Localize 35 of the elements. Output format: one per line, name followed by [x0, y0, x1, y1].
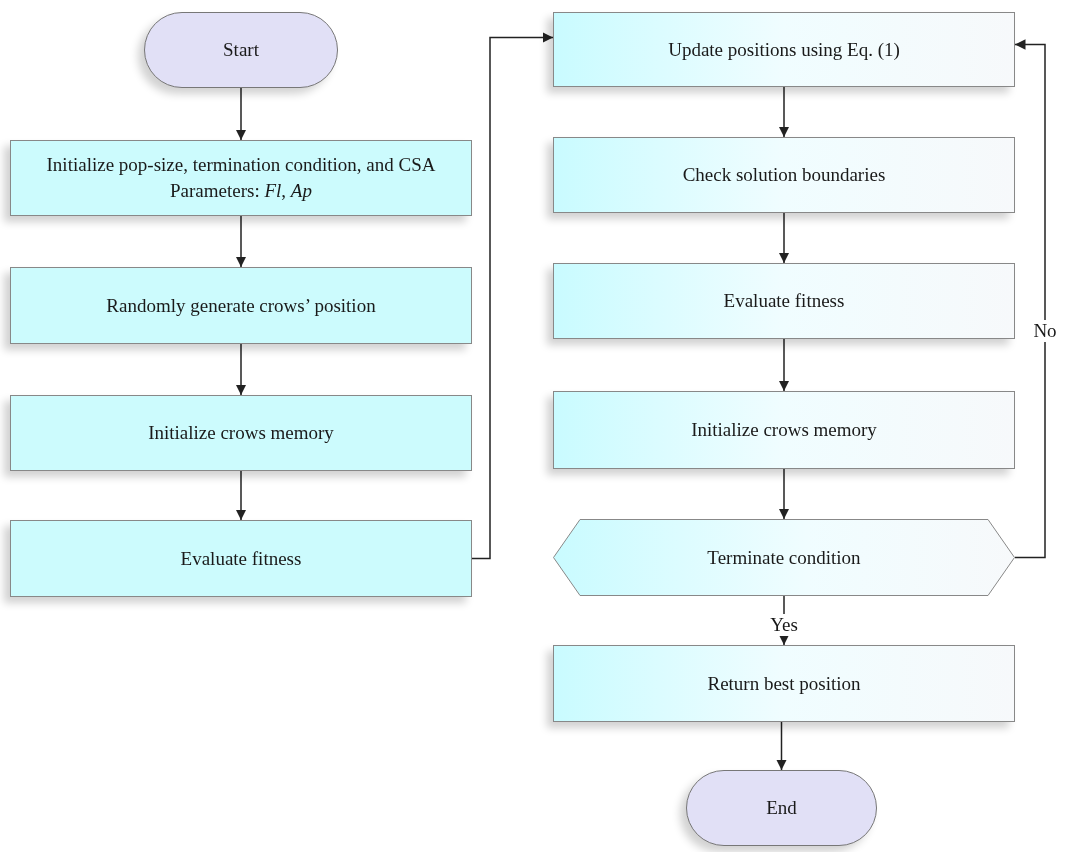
arrow	[776, 721, 787, 771]
node-text: Start	[223, 38, 259, 62]
node-text: Evaluate fitness	[723, 289, 845, 313]
terminal-pill	[144, 12, 338, 88]
process-box	[553, 645, 1015, 722]
decision-hexagon	[553, 519, 1015, 596]
arrow	[235, 87, 247, 141]
node-text: Initialize crows memory	[148, 421, 334, 445]
node-text: Evaluate fitness	[180, 546, 302, 571]
arrow	[778, 86, 790, 138]
terminal-pill	[686, 770, 877, 846]
process-box	[10, 520, 472, 597]
node-text: Terminate condition	[707, 546, 861, 568]
process-box	[10, 395, 472, 471]
arrow	[235, 215, 247, 268]
arrow	[778, 468, 790, 520]
node-text: Check solution boundaries	[682, 163, 886, 187]
node-text: Initialize pop-size, termination condition, and CSA Parameters: Fl, Ap	[45, 153, 437, 203]
arrow	[778, 212, 790, 264]
node-text: Update positions using Eq. (1)	[668, 37, 900, 62]
node-text: End	[766, 796, 797, 820]
process-box	[553, 137, 1015, 213]
arrow	[1014, 39, 1046, 559]
arrow	[235, 343, 247, 396]
arrow	[778, 338, 790, 392]
process-box	[553, 12, 1015, 87]
arrow	[471, 32, 554, 560]
process-box	[10, 267, 472, 344]
node-text: Randomly generate crows’ position	[106, 293, 376, 318]
arrow	[235, 470, 247, 521]
node-text: Return best position	[707, 671, 861, 696]
node-text: Initialize crows memory	[691, 418, 877, 442]
process-box	[553, 263, 1015, 339]
process-box	[553, 391, 1015, 469]
process-box	[10, 140, 472, 216]
